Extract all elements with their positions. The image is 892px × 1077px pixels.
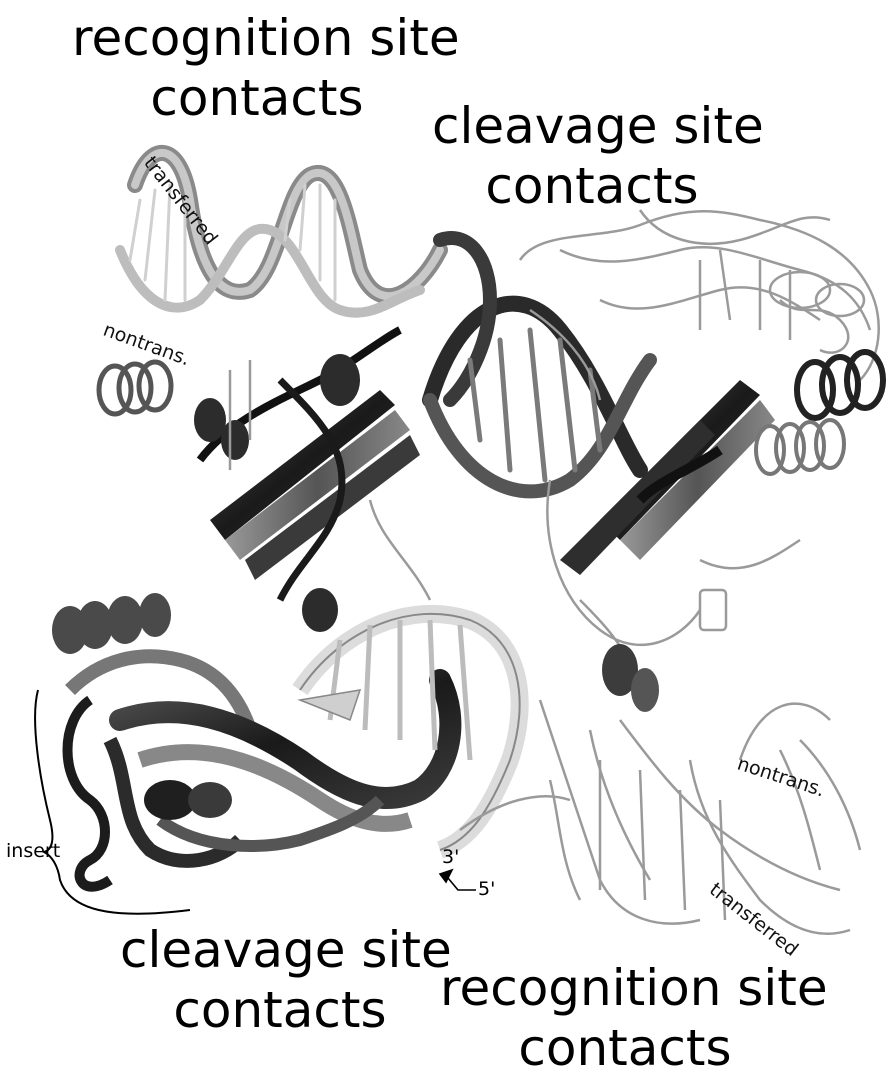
- central-dna-helix: [430, 238, 650, 491]
- insert-label: insert: [6, 840, 60, 862]
- label-bottom-right-line2: contacts: [440, 1018, 810, 1077]
- dna-5-prime-label: 5': [478, 878, 495, 900]
- dna-3-prime-label: 3': [442, 846, 459, 868]
- label-top-right-line2: contacts: [432, 156, 752, 216]
- label-bottom-left-cleavage: cleavage site contacts: [120, 920, 440, 1040]
- label-top-left-line1: recognition site: [72, 8, 442, 68]
- left-protein-domain: [99, 330, 430, 632]
- label-bottom-right-line1: recognition site: [440, 958, 810, 1018]
- label-top-left-recognition: recognition site contacts: [72, 8, 442, 128]
- label-bottom-right-recognition: recognition site contacts: [440, 958, 810, 1077]
- label-top-left-line2: contacts: [72, 68, 442, 128]
- left-lower-domain: [52, 593, 450, 887]
- label-top-right-cleavage: cleavage site contacts: [432, 96, 752, 216]
- dna-end-pointer: [440, 870, 476, 890]
- label-top-right-line1: cleavage site: [432, 96, 752, 156]
- label-bottom-left-line2: contacts: [120, 980, 440, 1040]
- label-bottom-left-line1: cleavage site: [120, 920, 440, 980]
